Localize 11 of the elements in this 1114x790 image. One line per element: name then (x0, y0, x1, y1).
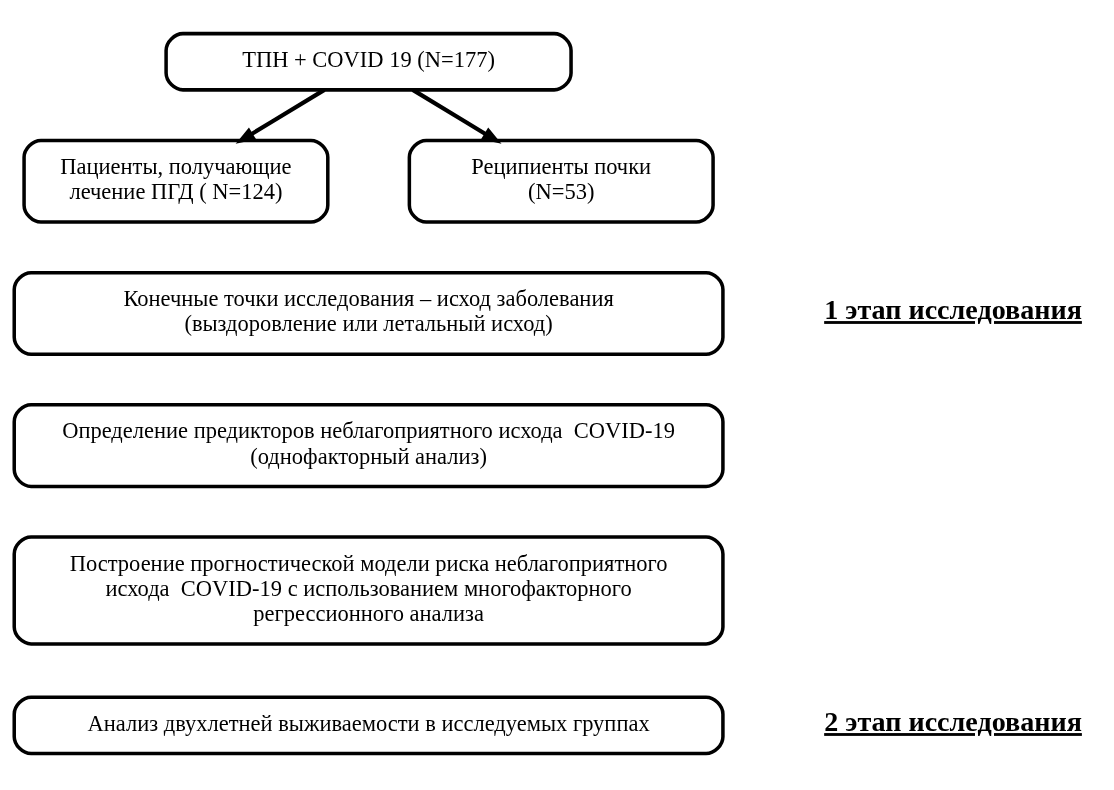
node-box: ТПН + COVID 19 (N=177) (164, 31, 573, 92)
arrow (235, 88, 326, 144)
node-box: Пациенты, получающие лечение ПГД ( N=124) (22, 138, 330, 224)
node-box: Построение прогностической модели риска неблагоприятного исхода COVID-19 с использованием многофакторного регрессионного анализа (12, 535, 725, 646)
label: 2 этап исследования (824, 706, 1082, 738)
node-box: Определение предикторов неблагоприятного исхода COVID-19 (однофакторный анализ) (12, 403, 725, 489)
arrow (411, 88, 502, 144)
node-box: Анализ двухлетней выживаемости в исследуемых группах (12, 695, 725, 756)
label: 1 этап исследования (824, 294, 1082, 326)
node-box: Конечные точки исследования – исход заболевания (выздоровление или летальный исход) (12, 270, 725, 356)
node-box: Реципиенты почки (N=53) (407, 138, 715, 224)
